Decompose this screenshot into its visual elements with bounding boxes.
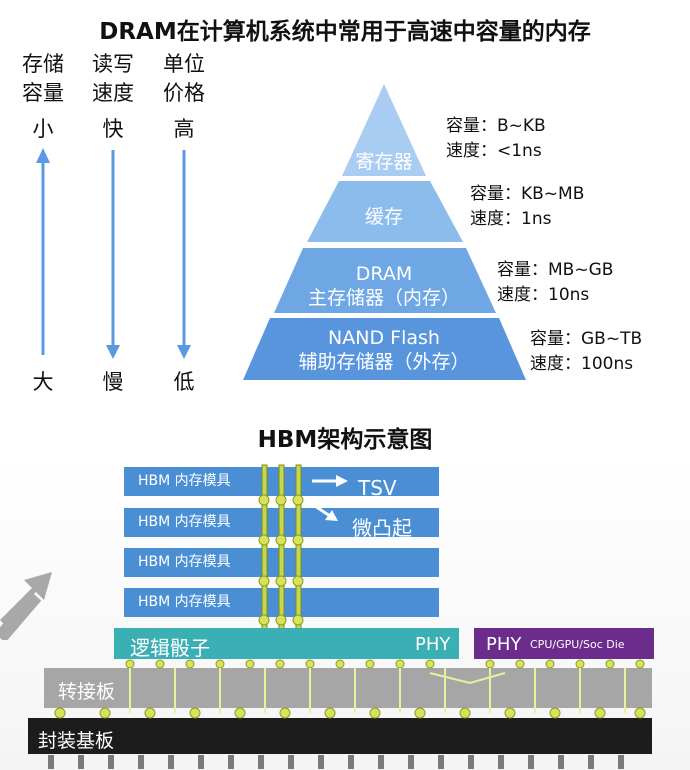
nand-label: NAND Flash 辅助存储器（外存） [279,326,489,374]
interposer-bumps [125,659,645,669]
interposer-vias [129,668,626,713]
phy-right-label: PHY [486,634,522,655]
capacity-header-line1: 存储 [22,52,64,76]
dram-capacity: 容量：MB~GB [497,260,614,280]
nand-speed: 速度：100ns [530,354,634,374]
pyramid-level-cache [307,181,463,242]
price-header-line2: 价格 [163,81,205,105]
price-bottom-value: 低 [173,370,195,394]
bump-pointer-icon [311,502,338,521]
capacity-header: 存储 容量 [8,50,78,108]
micro-bumps [258,494,304,626]
package-balls [48,755,624,769]
cache-speed: 速度：1ns [470,209,552,229]
memory-pyramid [243,84,526,380]
pyramid-level-dram [274,248,496,313]
trend-arrows [36,148,191,359]
interposer [44,668,652,708]
price-header-line1: 单位 [163,52,205,76]
dram-speed: 速度：10ns [497,285,590,305]
cache-capacity: 容量：KB~MB [470,184,585,204]
capacity-arrow-up-icon [36,148,50,355]
speed-header: 读写 速度 [78,50,148,108]
hbm-module-1-label: HBM 内存模具 [138,473,231,489]
dram-specs: 容量：MB~GB 速度：10ns [497,258,613,308]
cache-specs: 容量：KB~MB 速度：1ns [470,182,584,232]
nand-label-line2: 辅助存储器（外存） [298,351,470,373]
speed-bottom-value: 慢 [102,370,124,394]
interposer-label: 转接板 [58,681,116,703]
substrate-bumps [54,707,646,719]
price-arrow-down-icon [177,150,191,359]
speed-header-line1: 读写 [92,52,134,76]
tsv-label: TSV [358,476,397,500]
substrate-label: 封装基板 [38,730,115,752]
pyramid-level-register [342,84,426,176]
tsv-pointer-icon [312,475,348,487]
package-substrate [28,718,652,754]
hbm-title: HBM架构示意图 [257,427,433,453]
tsv-columns [261,464,302,641]
register-label: 寄存器 [355,151,413,173]
capacity-bottom-value: 大 [32,370,54,394]
register-speed: 速度：<1ns [446,141,542,161]
dram-label-line1: DRAM [355,263,413,285]
hbm-module-3-label: HBM 内存模具 [138,554,231,570]
nand-capacity: 容量：GB~TB [530,329,643,349]
logic-die-label: 逻辑骰子 [130,636,210,660]
dram-label: DRAM 主存储器（内存） [284,262,484,310]
hierarchy-title: DRAM在计算机系统中常用于高速中容量的内存 [99,19,591,45]
capacity-top-value: 小 [32,117,54,141]
dram-label-line2: 主存储器（内存） [307,287,460,309]
nand-label-line1: NAND Flash [328,327,440,349]
logic-die [114,628,459,659]
speed-arrow-down-icon [106,150,120,359]
register-specs: 容量：B~KB 速度：<1ns [446,114,546,164]
price-top-value: 高 [173,117,195,141]
processor-die [474,628,654,659]
price-header: 单位 价格 [149,50,219,108]
speed-top-value: 快 [102,117,124,141]
stack-arrow-icon [0,572,52,640]
hbm-module-4-label: HBM 内存模具 [138,594,231,610]
hbm-module-2-label: HBM 内存模具 [138,514,231,530]
phy-left-label: PHY [415,634,451,655]
speed-header-line2: 速度 [92,81,134,105]
interconnects [48,659,646,769]
capacity-header-line2: 容量 [22,81,64,105]
nand-specs: 容量：GB~TB 速度：100ns [530,327,642,377]
micro-bump-label: 微凸起 [352,516,412,540]
pyramid-level-nand [243,318,526,380]
cache-label: 缓存 [364,206,403,228]
processor-label: CPU/GPU/Soc Die [530,638,625,651]
register-capacity: 容量：B~KB [446,116,546,136]
